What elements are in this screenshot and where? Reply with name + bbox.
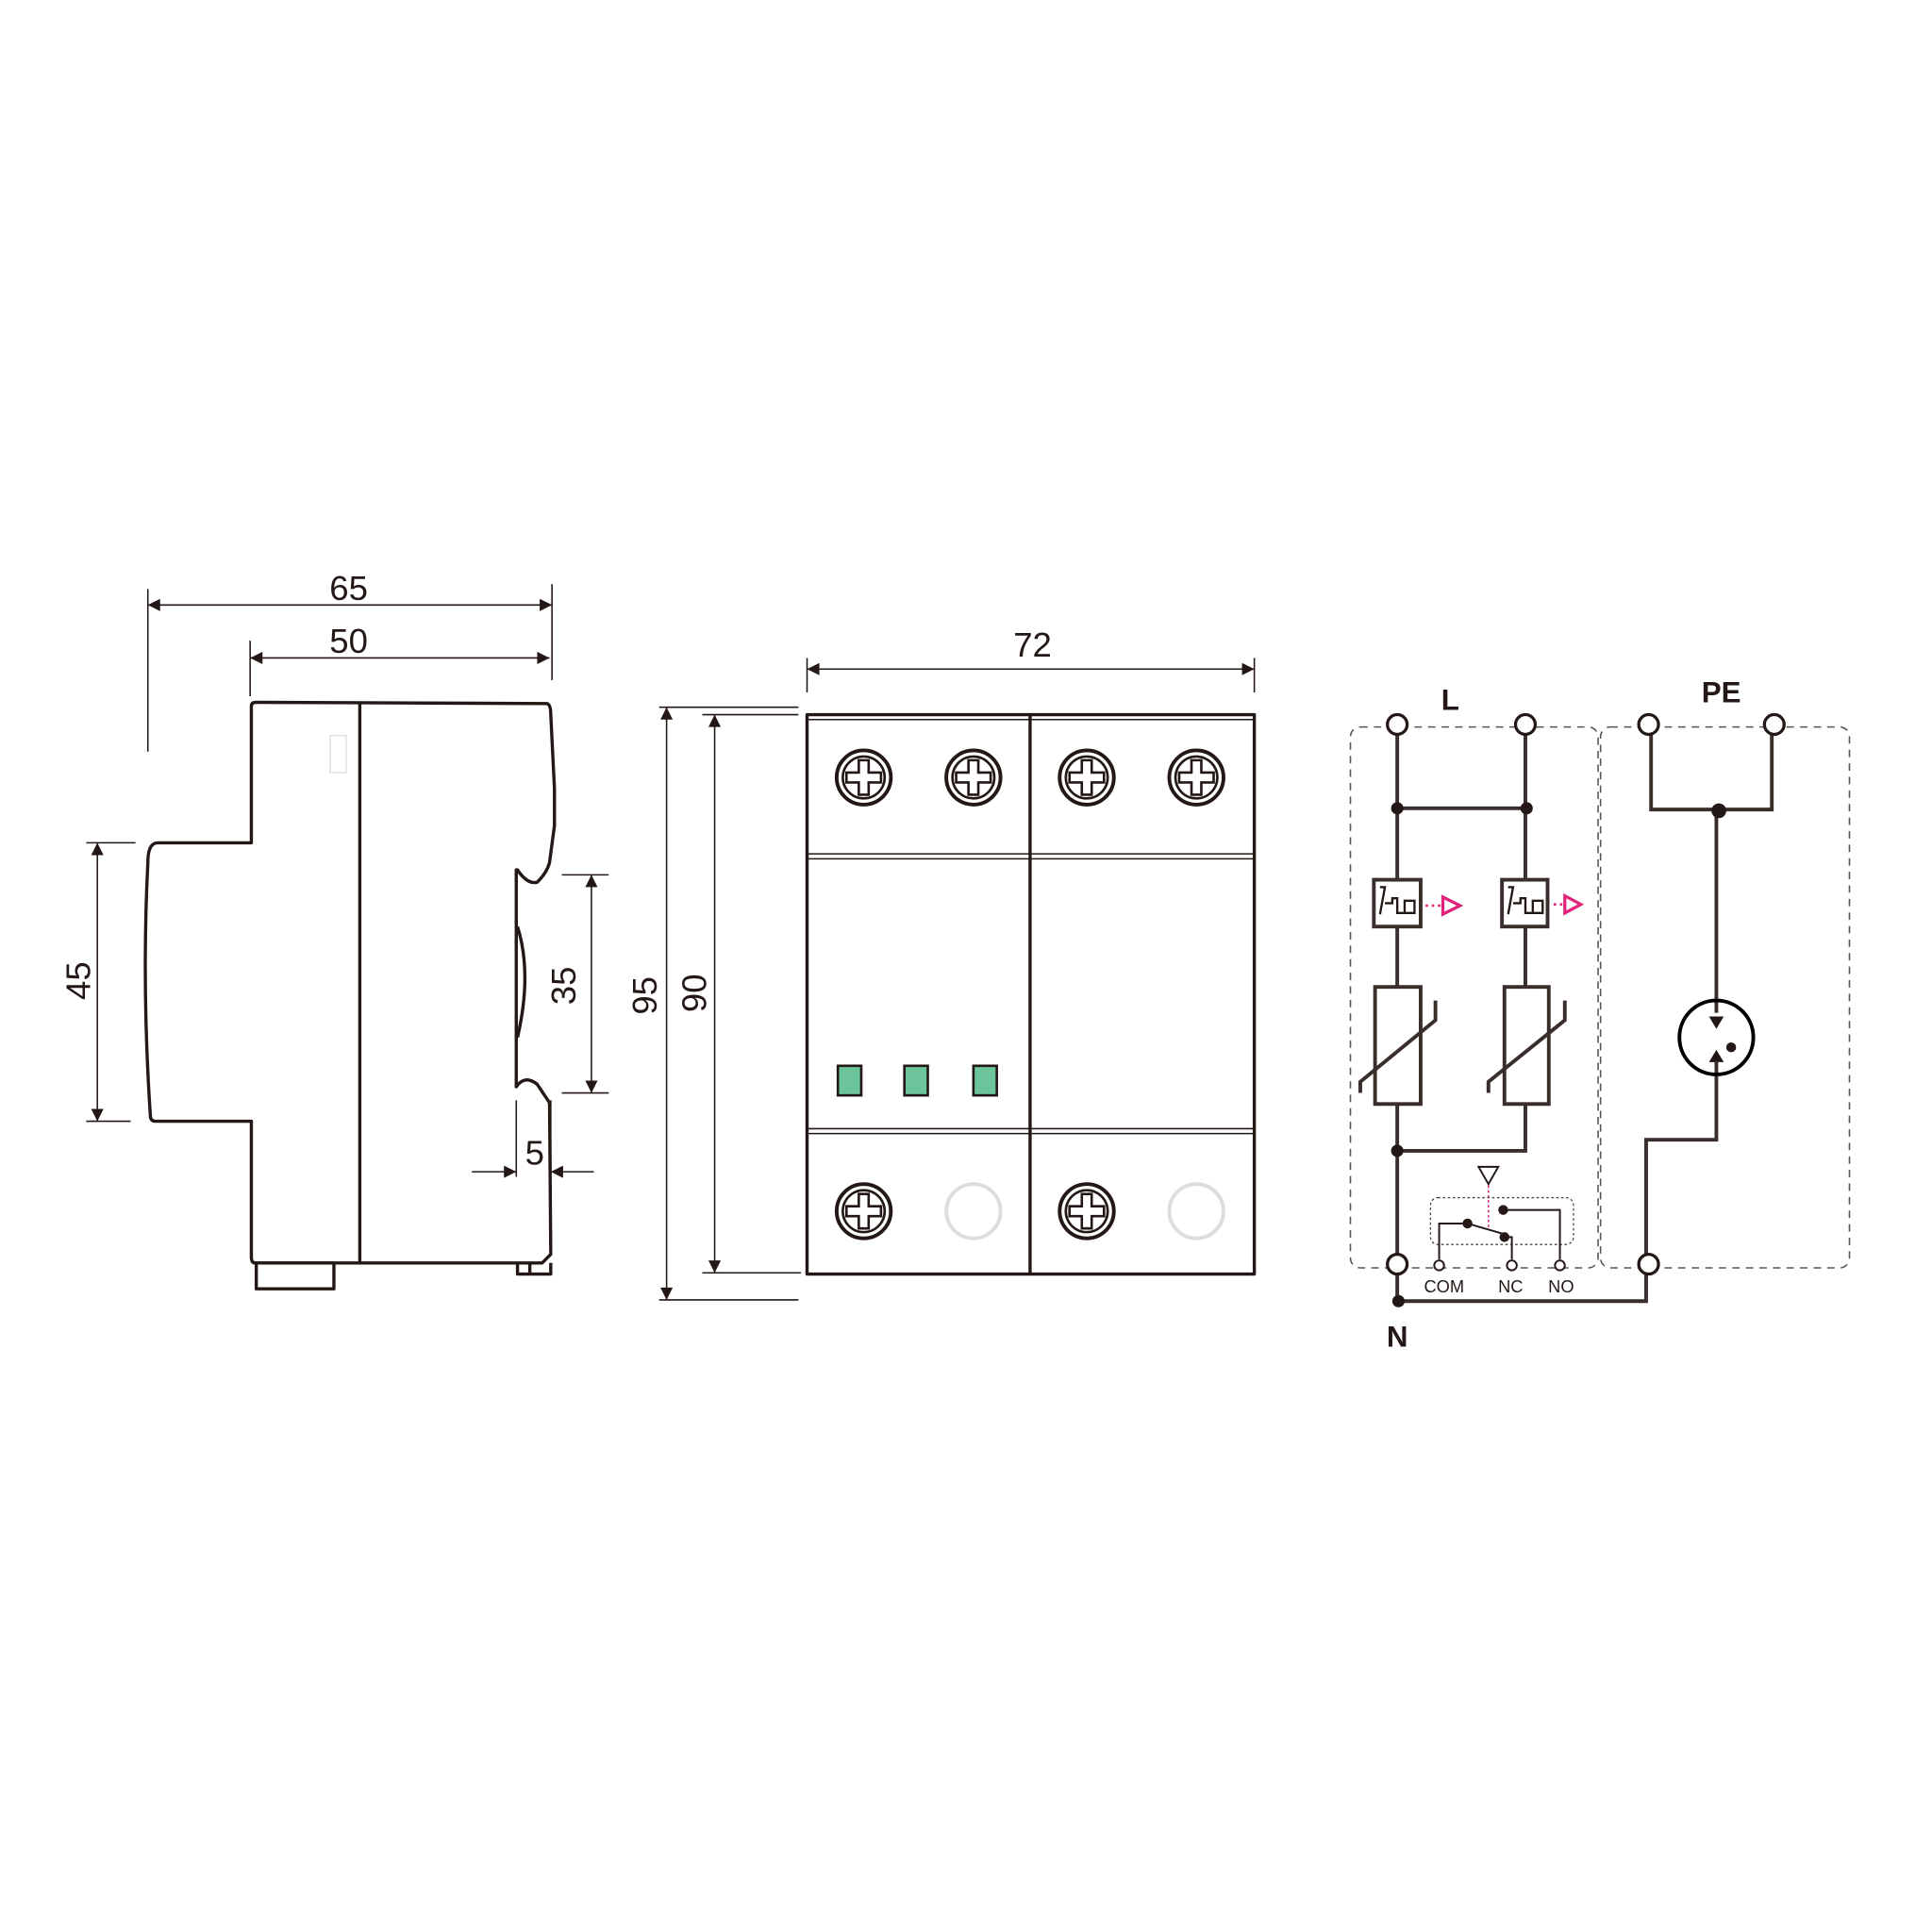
contact-label-no: NO — [1548, 1276, 1574, 1296]
label-N: N — [1387, 1321, 1408, 1354]
label-PE: PE — [1702, 675, 1741, 708]
status-indicator — [972, 1064, 998, 1097]
front-view: 72 95 90 — [625, 625, 1257, 1301]
spark-gap — [1677, 998, 1756, 1076]
terminal-screw — [1058, 748, 1116, 807]
dim-72: 72 — [1013, 625, 1052, 664]
contact-label-com: COM — [1424, 1276, 1464, 1296]
terminal-screw — [1167, 748, 1225, 807]
status-indicator — [836, 1064, 863, 1097]
dim-90: 90 — [675, 974, 713, 1012]
label-L: L — [1441, 683, 1459, 716]
terminal-screw — [834, 748, 893, 807]
wiring-schematic: COM NC NO L PE N — [1349, 675, 1851, 1354]
terminal-screw — [944, 748, 1003, 807]
dim-95: 95 — [625, 976, 664, 1015]
contact-label-nc: NC — [1498, 1276, 1523, 1296]
side-view: 65 50 45 35 5 — [58, 569, 609, 1291]
terminal-screw — [834, 1182, 893, 1241]
side-outline — [143, 700, 557, 1265]
dim-5: 5 — [525, 1133, 544, 1172]
dim-45: 45 — [58, 961, 97, 1000]
terminal-screw — [1058, 1182, 1116, 1241]
thermal-disconnector — [1372, 877, 1550, 929]
status-indicator — [903, 1064, 929, 1097]
dim-65: 65 — [329, 569, 368, 608]
remote-signal-contact: COM NC NO — [1424, 1165, 1574, 1296]
varistor — [1357, 985, 1567, 1107]
dim-35: 35 — [544, 967, 583, 1006]
dim-50: 50 — [329, 622, 368, 660]
